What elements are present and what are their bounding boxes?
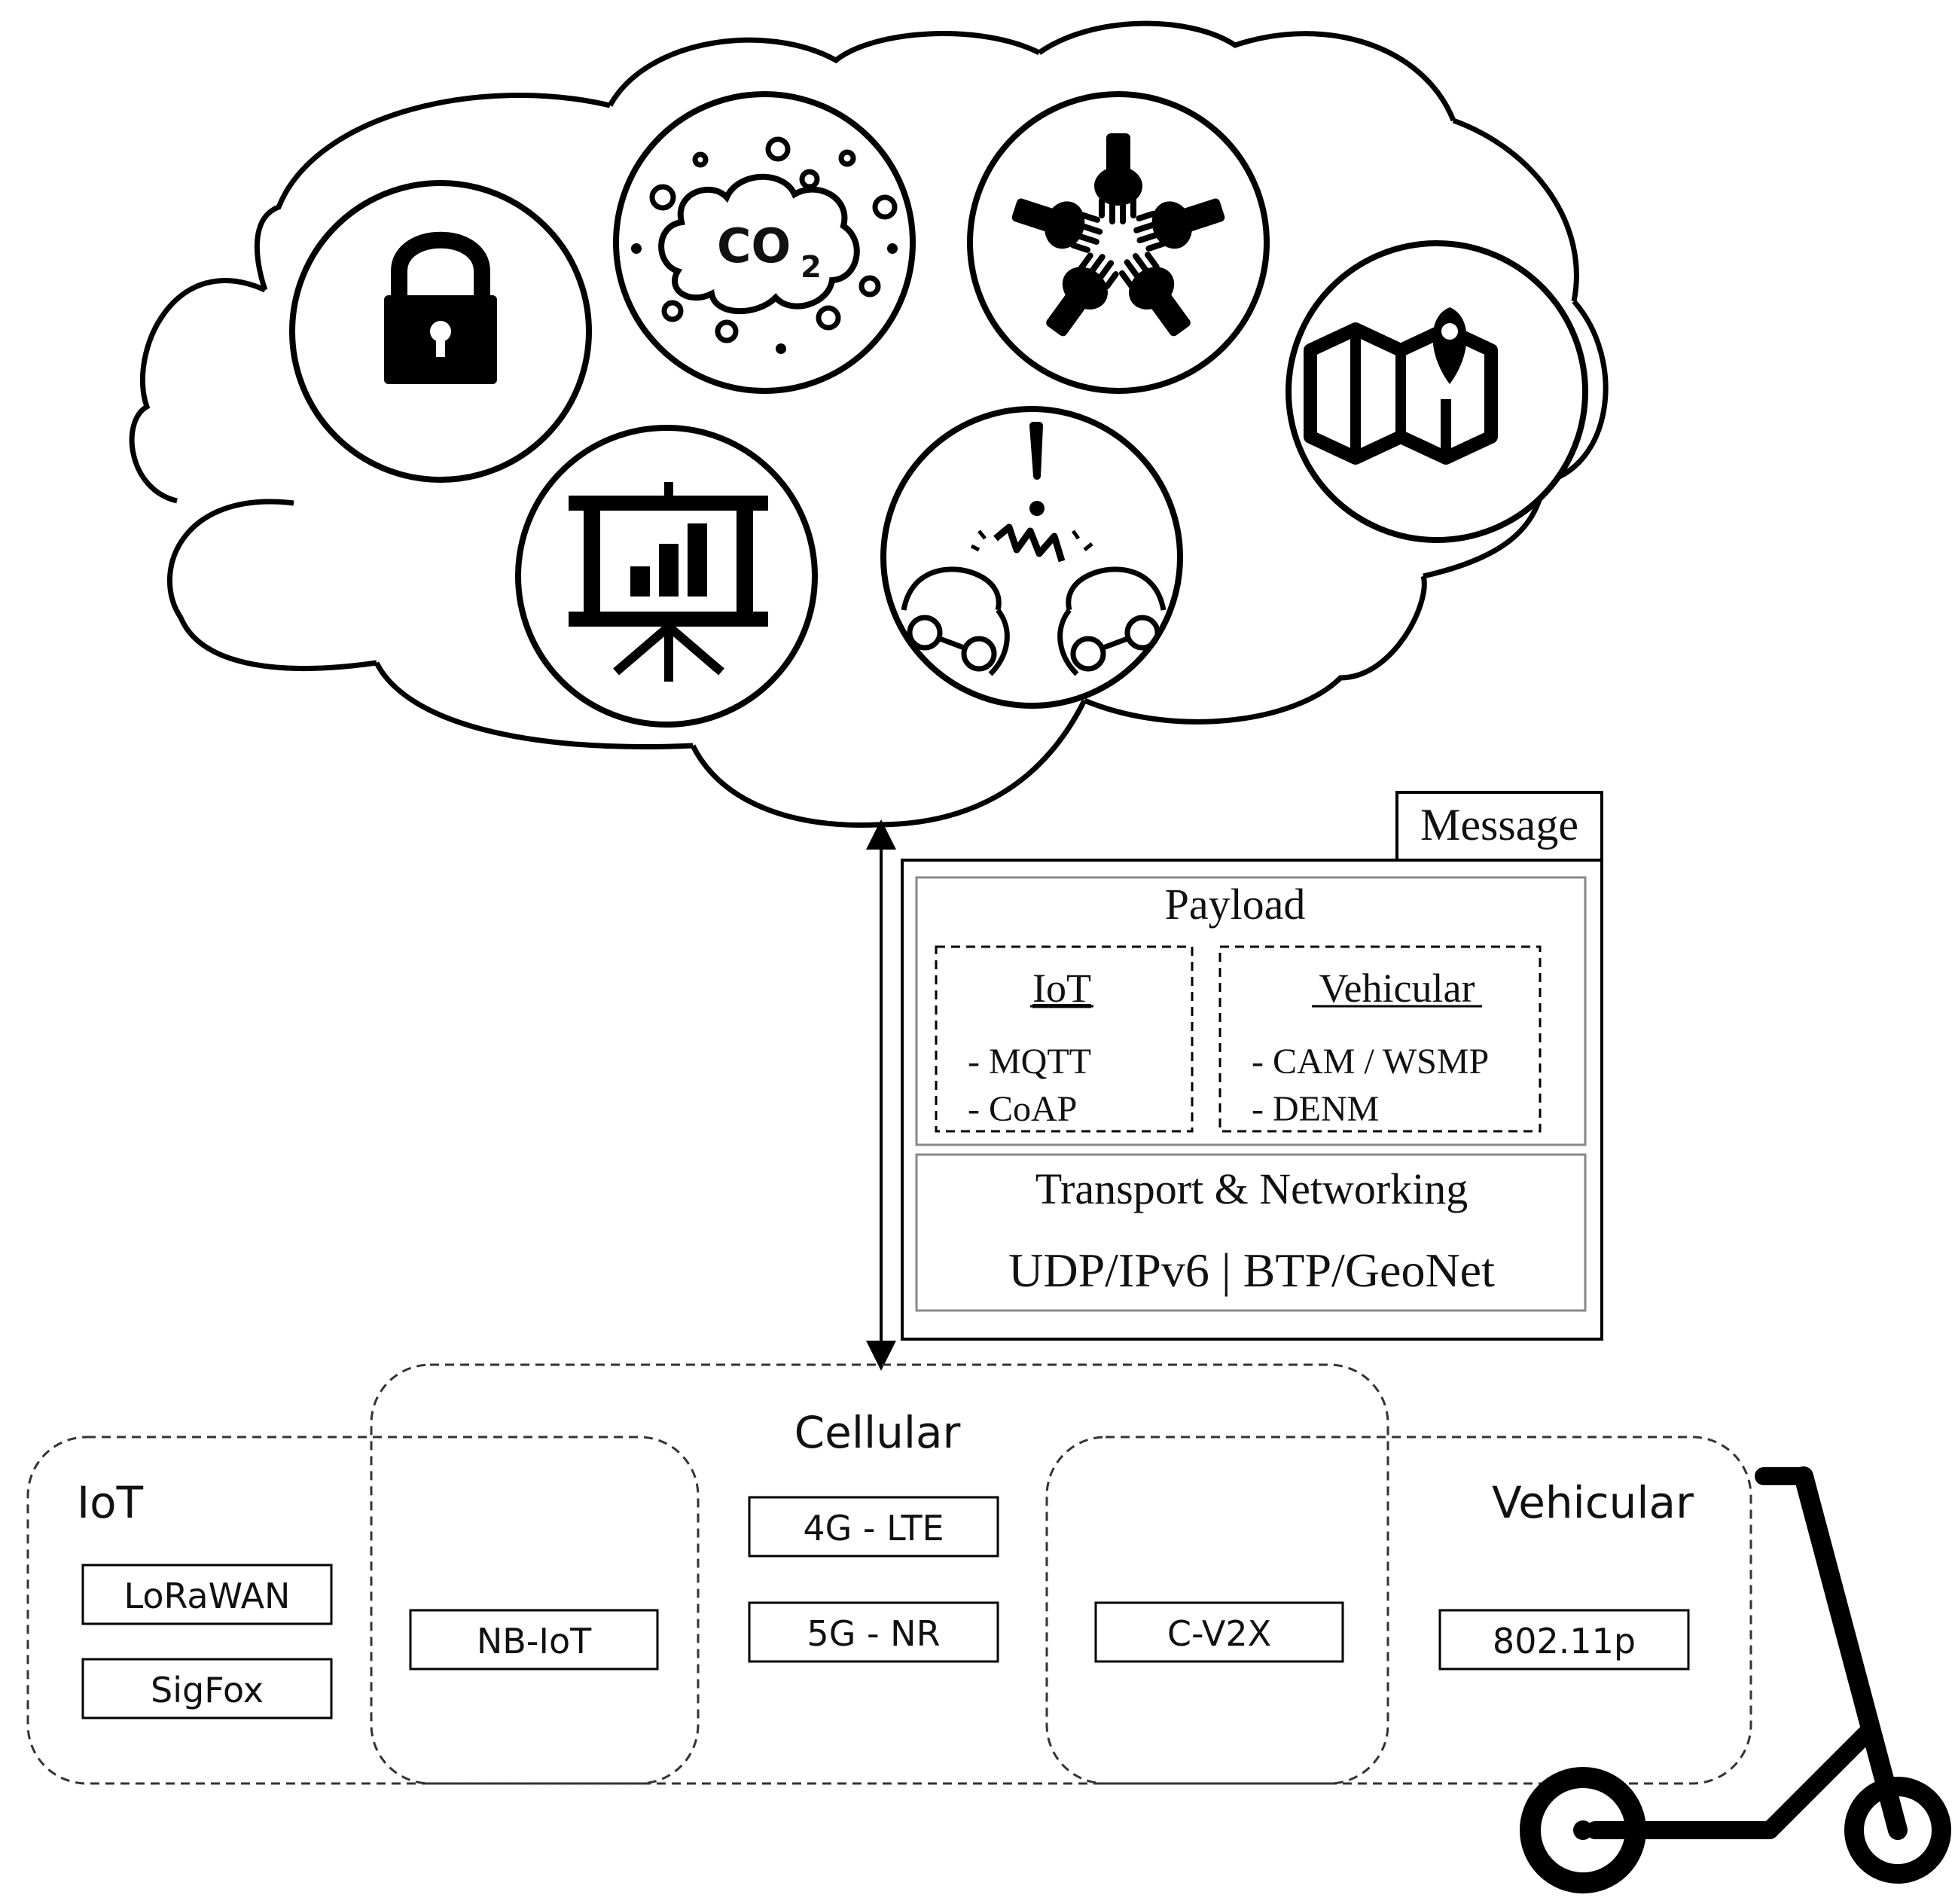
nbiot-label: NB-IoT	[477, 1621, 592, 1661]
message-title: Message	[1420, 800, 1578, 850]
teamwork-icon	[967, 91, 1270, 394]
sigfox-box	[81, 1658, 333, 1719]
car-crash-icon	[880, 406, 1183, 709]
sigfox-label: SigFox	[151, 1670, 264, 1710]
nr-label: 5G - NR	[807, 1613, 940, 1654]
network-groups	[26, 1363, 1752, 1785]
payload-vehicular-item-0: - CAM / WSMP	[1252, 1042, 1489, 1082]
payload-title: Payload	[1165, 880, 1306, 929]
nr-box	[748, 1601, 999, 1663]
lte-label: 4G - LTE	[803, 1508, 944, 1549]
lock-icon	[289, 180, 592, 483]
payload-iot-box	[935, 945, 1194, 1133]
iot-network-group	[26, 1436, 700, 1785]
map-icon	[1286, 240, 1588, 543]
co2-subscript: 2	[801, 250, 822, 285]
payload-vehicular-item-1: - DENM	[1252, 1089, 1379, 1129]
transport-protocols: UDP/IPv6 | BTP/GeoNet	[1008, 1243, 1495, 1297]
co2-label: CO	[717, 218, 791, 273]
payload-iot-item-0: - MQTT	[968, 1042, 1091, 1082]
payload-iot-title: IoT	[1032, 966, 1091, 1011]
nbiot-box	[409, 1609, 659, 1671]
transport-box	[915, 1153, 1587, 1312]
payload-iot-item-1: - CoAP	[968, 1089, 1077, 1129]
payload-vehicular-box	[1218, 945, 1542, 1133]
scooter-icon	[1520, 1466, 1951, 1893]
lte-box	[748, 1496, 999, 1558]
cv2x-label: C-V2X	[1167, 1613, 1271, 1654]
cv2x-box	[1094, 1601, 1344, 1663]
lorawan-box	[81, 1564, 333, 1625]
80211p-box	[1438, 1609, 1690, 1671]
payload-vehicular-title: Vehicular	[1319, 966, 1475, 1011]
transport-title: Transport & Networking	[1035, 1164, 1468, 1213]
payload-box	[915, 876, 1587, 1146]
iot-title: IoT	[77, 1477, 144, 1528]
80211p-label: 802.11p	[1493, 1621, 1636, 1661]
vehicular-title: Vehicular	[1492, 1477, 1694, 1528]
cellular-title: Cellular	[794, 1407, 961, 1458]
vehicular-network-group	[1045, 1436, 1752, 1785]
message-box: Message Payload IoT - MQTT - CoAP Vehicu…	[901, 791, 1603, 1341]
lorawan-label: LoRaWAN	[124, 1576, 291, 1616]
co2-icon: CO 2	[613, 91, 916, 394]
presentation-chart-icon	[515, 425, 818, 728]
